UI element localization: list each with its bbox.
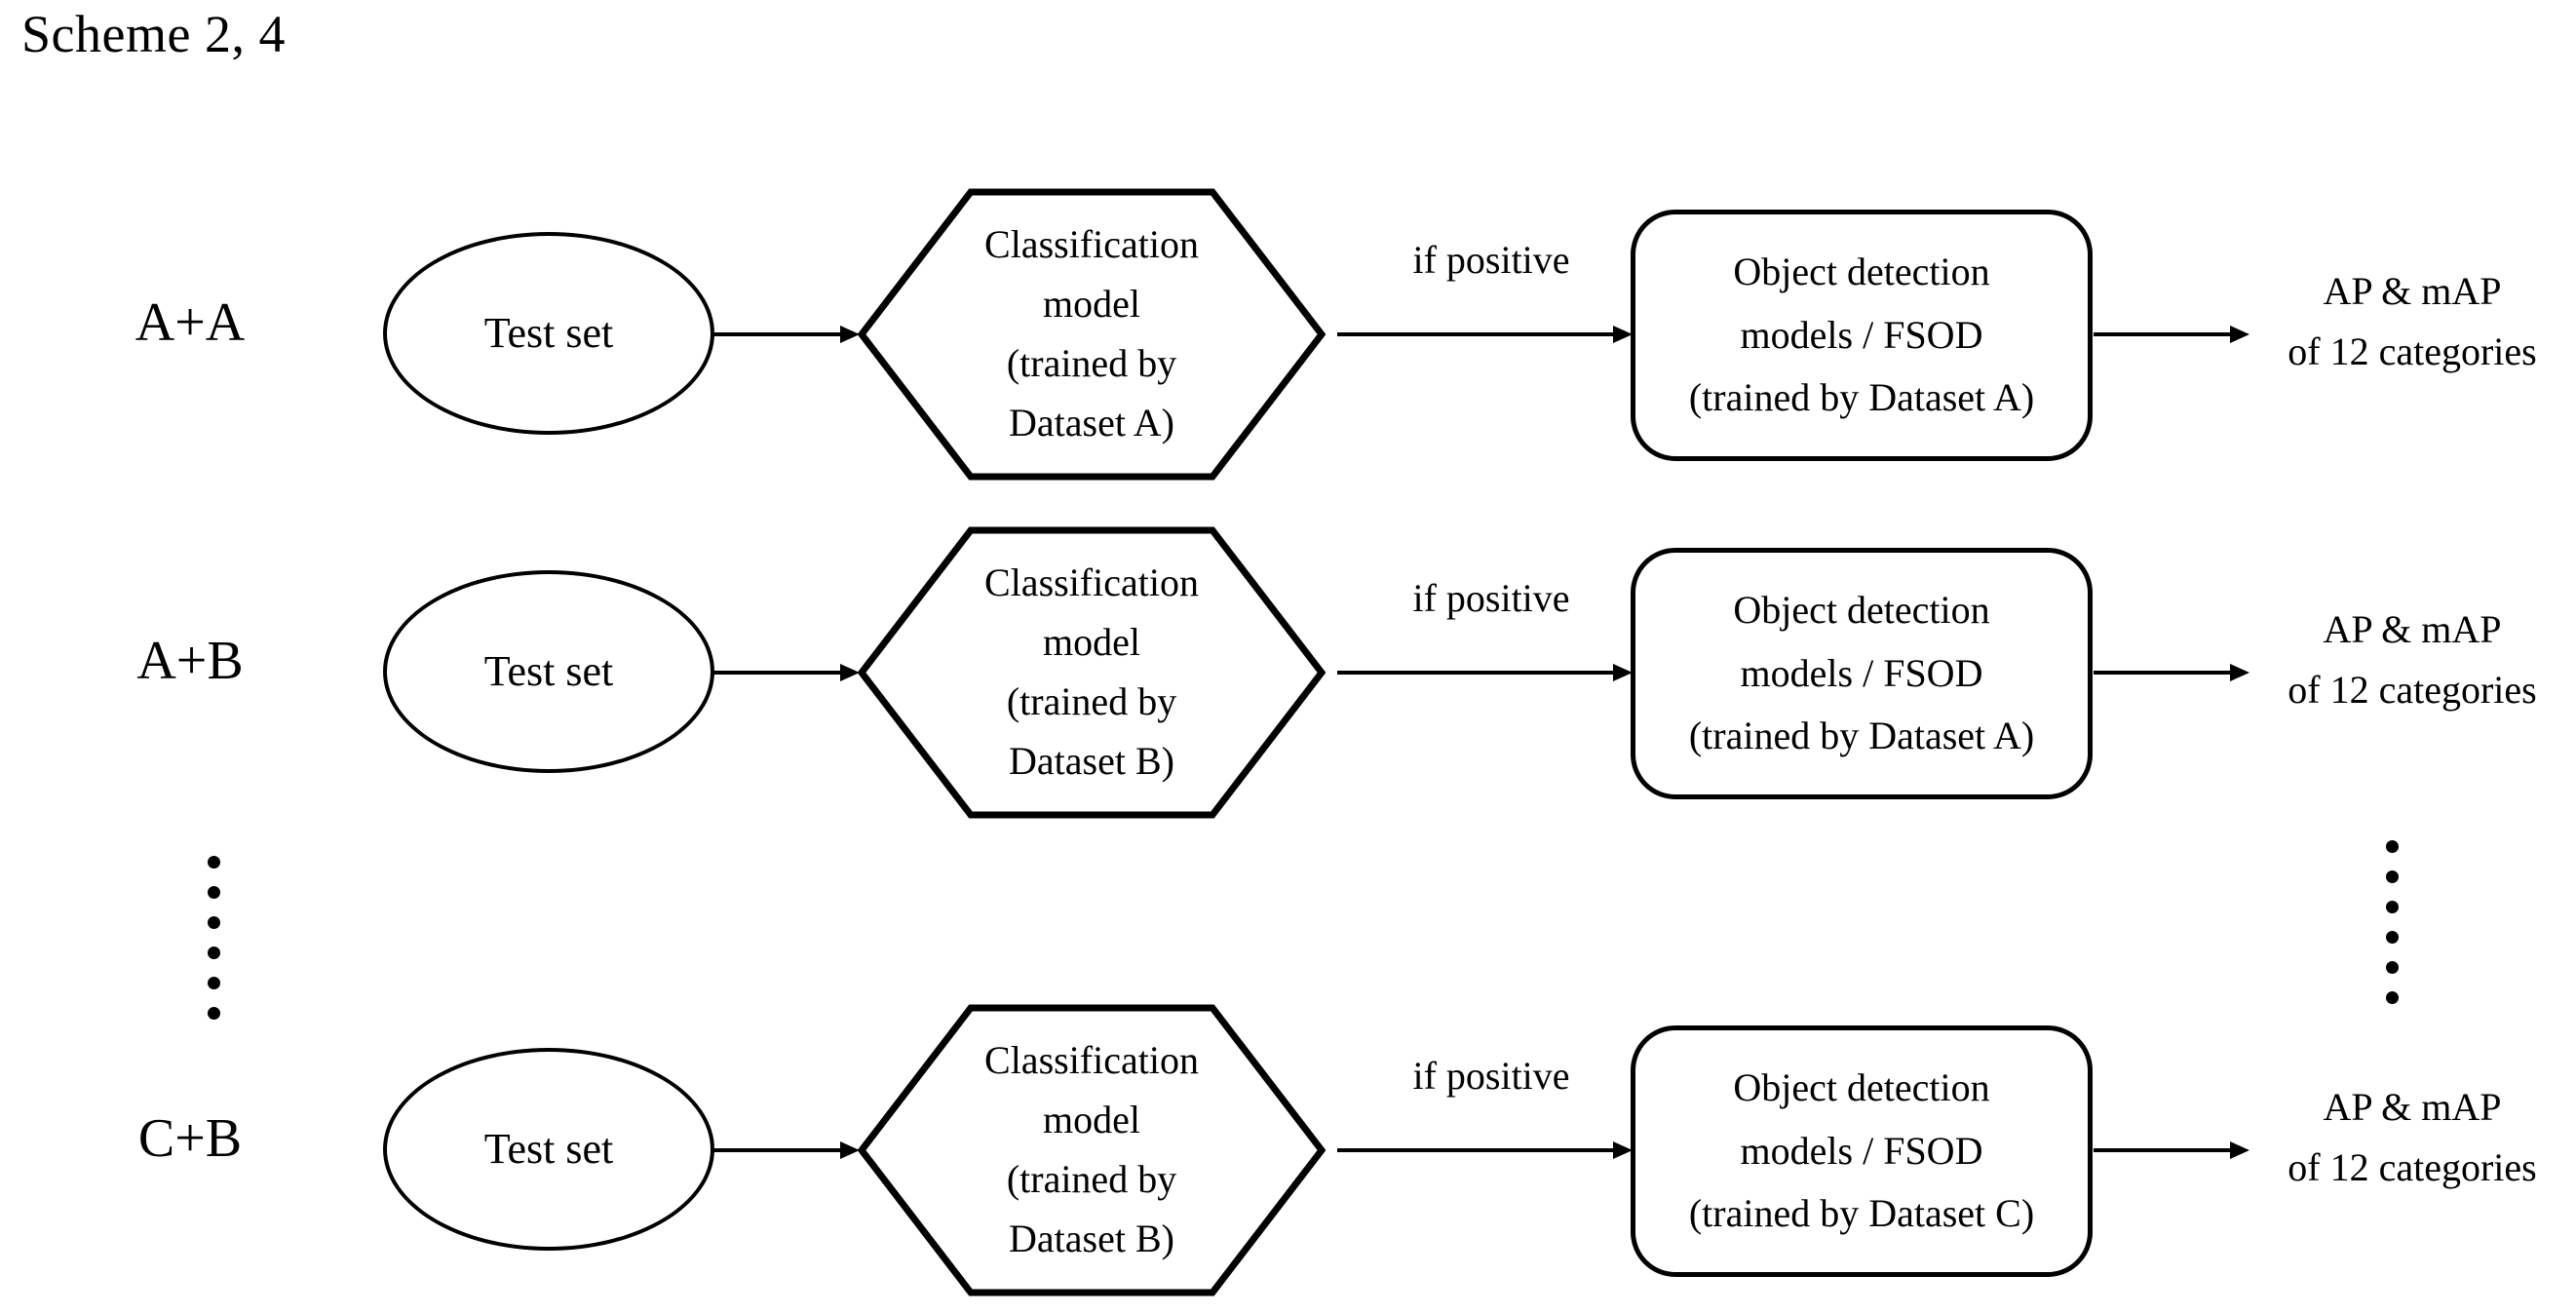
arrow-shaft <box>1337 671 1616 675</box>
classifier-line-1: Classification <box>984 1038 1199 1083</box>
arrow-head-icon <box>1613 664 1633 681</box>
row-label-1: A+A <box>135 292 246 353</box>
arrow-detector-to-output-2 <box>2094 661 2251 684</box>
arrow-testset-to-classifier-3 <box>712 1139 861 1162</box>
classifier-line-3: (trained by <box>1006 679 1177 723</box>
flow-row: A+B Test set Classification model (train… <box>0 526 2576 819</box>
classifier-line-1: Classification <box>984 222 1199 267</box>
detector-line-2: models / FSOD <box>1740 650 1983 695</box>
arrow-classifier-to-detector-1 <box>1337 323 1634 346</box>
object-detection-node-3[interactable]: Object detection models / FSOD (trained … <box>1631 1025 2093 1277</box>
output-line-1: AP & mAP <box>2323 1085 2502 1129</box>
ellipsis-dot <box>208 886 220 899</box>
output-line-2: of 12 categories <box>2288 1145 2537 1189</box>
test-set-label: Test set <box>483 646 614 695</box>
arrow-shaft <box>712 671 843 675</box>
arrow-shaft <box>712 1148 843 1152</box>
test-set-node-1[interactable]: Test set <box>383 232 714 435</box>
arrow-classifier-to-detector-3 <box>1337 1139 1634 1162</box>
arrow-head-icon <box>840 664 860 681</box>
arrow-head-icon <box>840 326 860 343</box>
arrow-head-icon <box>840 1141 860 1159</box>
classification-model-label: Classification model (trained by Dataset… <box>858 526 1326 819</box>
arrow-head-icon <box>1613 326 1633 343</box>
classifier-line-2: model <box>1043 282 1140 327</box>
ellipsis-dot <box>208 977 220 989</box>
arrow-shaft <box>712 332 843 336</box>
classification-model-node-2[interactable]: Classification model (trained by Dataset… <box>858 526 1326 819</box>
classifier-line-2: model <box>1043 620 1140 665</box>
ellipsis-dot <box>2386 870 2399 883</box>
classifier-line-4: Dataset B) <box>1009 1216 1174 1260</box>
test-set-node-3[interactable]: Test set <box>383 1048 714 1251</box>
ellipsis-dot <box>2386 961 2399 974</box>
test-set-label: Test set <box>483 308 614 357</box>
ellipsis-dot <box>208 856 220 869</box>
classification-model-label: Classification model (trained by Dataset… <box>858 1004 1326 1296</box>
arrow-shaft <box>1337 332 1616 336</box>
hexagon-shape-icon <box>858 526 1326 819</box>
classifier-line-4: Dataset A) <box>1009 400 1174 444</box>
output-line-1: AP & mAP <box>2323 269 2502 313</box>
detector-line-2: models / FSOD <box>1740 312 1983 357</box>
ellipsis-dot <box>208 1007 220 1020</box>
vertical-ellipsis-right <box>2386 840 2399 1004</box>
arrow-shaft <box>2094 1148 2233 1152</box>
edge-label-if-positive-1: if positive <box>1412 238 1570 282</box>
arrow-shaft <box>2094 332 2233 336</box>
output-line-2: of 12 categories <box>2288 329 2537 373</box>
output-line-1: AP & mAP <box>2323 607 2502 651</box>
detector-line-3: (trained by Dataset A) <box>1688 714 2035 758</box>
hexagon-shape-icon <box>858 1004 1326 1296</box>
detector-line-3: (trained by Dataset C) <box>1688 1191 2035 1236</box>
output-metrics-label-1: AP & mAP of 12 categories <box>2251 261 2573 382</box>
ellipsis-dot <box>2386 931 2399 944</box>
classifier-line-3: (trained by <box>1006 341 1177 385</box>
ellipsis-dot <box>2386 991 2399 1004</box>
edge-label-if-positive-2: if positive <box>1412 576 1570 620</box>
hexagon-shape-icon <box>858 188 1326 481</box>
flow-row: A+A Test set Classification model (train… <box>0 188 2576 481</box>
arrow-head-icon <box>2230 664 2249 681</box>
arrow-classifier-to-detector-2 <box>1337 661 1634 684</box>
test-set-label: Test set <box>483 1124 614 1173</box>
arrow-head-icon <box>2230 326 2249 343</box>
ellipsis-dot <box>2386 840 2399 853</box>
classifier-line-4: Dataset B) <box>1009 738 1174 783</box>
classification-model-node-1[interactable]: Classification model (trained by Dataset… <box>858 188 1326 481</box>
object-detection-node-1[interactable]: Object detection models / FSOD (trained … <box>1631 210 2093 461</box>
arrow-shaft <box>2094 671 2233 675</box>
object-detection-node-2[interactable]: Object detection models / FSOD (trained … <box>1631 548 2093 799</box>
ellipsis-dot <box>208 947 220 959</box>
detector-line-1: Object detection <box>1733 1064 1990 1109</box>
page-title: Scheme 2, 4 <box>21 5 286 63</box>
output-metrics-label-2: AP & mAP of 12 categories <box>2251 599 2573 720</box>
output-line-2: of 12 categories <box>2288 668 2537 712</box>
detector-line-2: models / FSOD <box>1740 1128 1983 1173</box>
detector-line-1: Object detection <box>1733 249 1990 293</box>
classifier-line-2: model <box>1043 1098 1140 1142</box>
arrow-head-icon <box>2230 1141 2249 1159</box>
flow-row: C+B Test set Classification model (train… <box>0 1004 2576 1296</box>
test-set-node-2[interactable]: Test set <box>383 570 714 773</box>
arrow-detector-to-output-1 <box>2094 323 2251 346</box>
output-metrics-label-3: AP & mAP of 12 categories <box>2251 1077 2573 1198</box>
arrow-detector-to-output-3 <box>2094 1139 2251 1162</box>
ellipsis-dot <box>208 916 220 929</box>
vertical-ellipsis-left <box>208 856 220 1020</box>
classifier-line-3: (trained by <box>1006 1157 1177 1201</box>
classifier-line-1: Classification <box>984 560 1199 605</box>
row-label-3: C+B <box>137 1108 243 1169</box>
ellipsis-dot <box>2386 901 2399 913</box>
classification-model-node-3[interactable]: Classification model (trained by Dataset… <box>858 1004 1326 1296</box>
detector-line-1: Object detection <box>1733 587 1990 632</box>
arrow-testset-to-classifier-1 <box>712 323 861 346</box>
row-label-2: A+B <box>136 631 244 691</box>
arrow-shaft <box>1337 1148 1616 1152</box>
arrow-testset-to-classifier-2 <box>712 661 861 684</box>
arrow-head-icon <box>1613 1141 1633 1159</box>
edge-label-if-positive-3: if positive <box>1412 1054 1570 1098</box>
classification-model-label: Classification model (trained by Dataset… <box>858 188 1326 481</box>
detector-line-3: (trained by Dataset A) <box>1688 375 2035 420</box>
